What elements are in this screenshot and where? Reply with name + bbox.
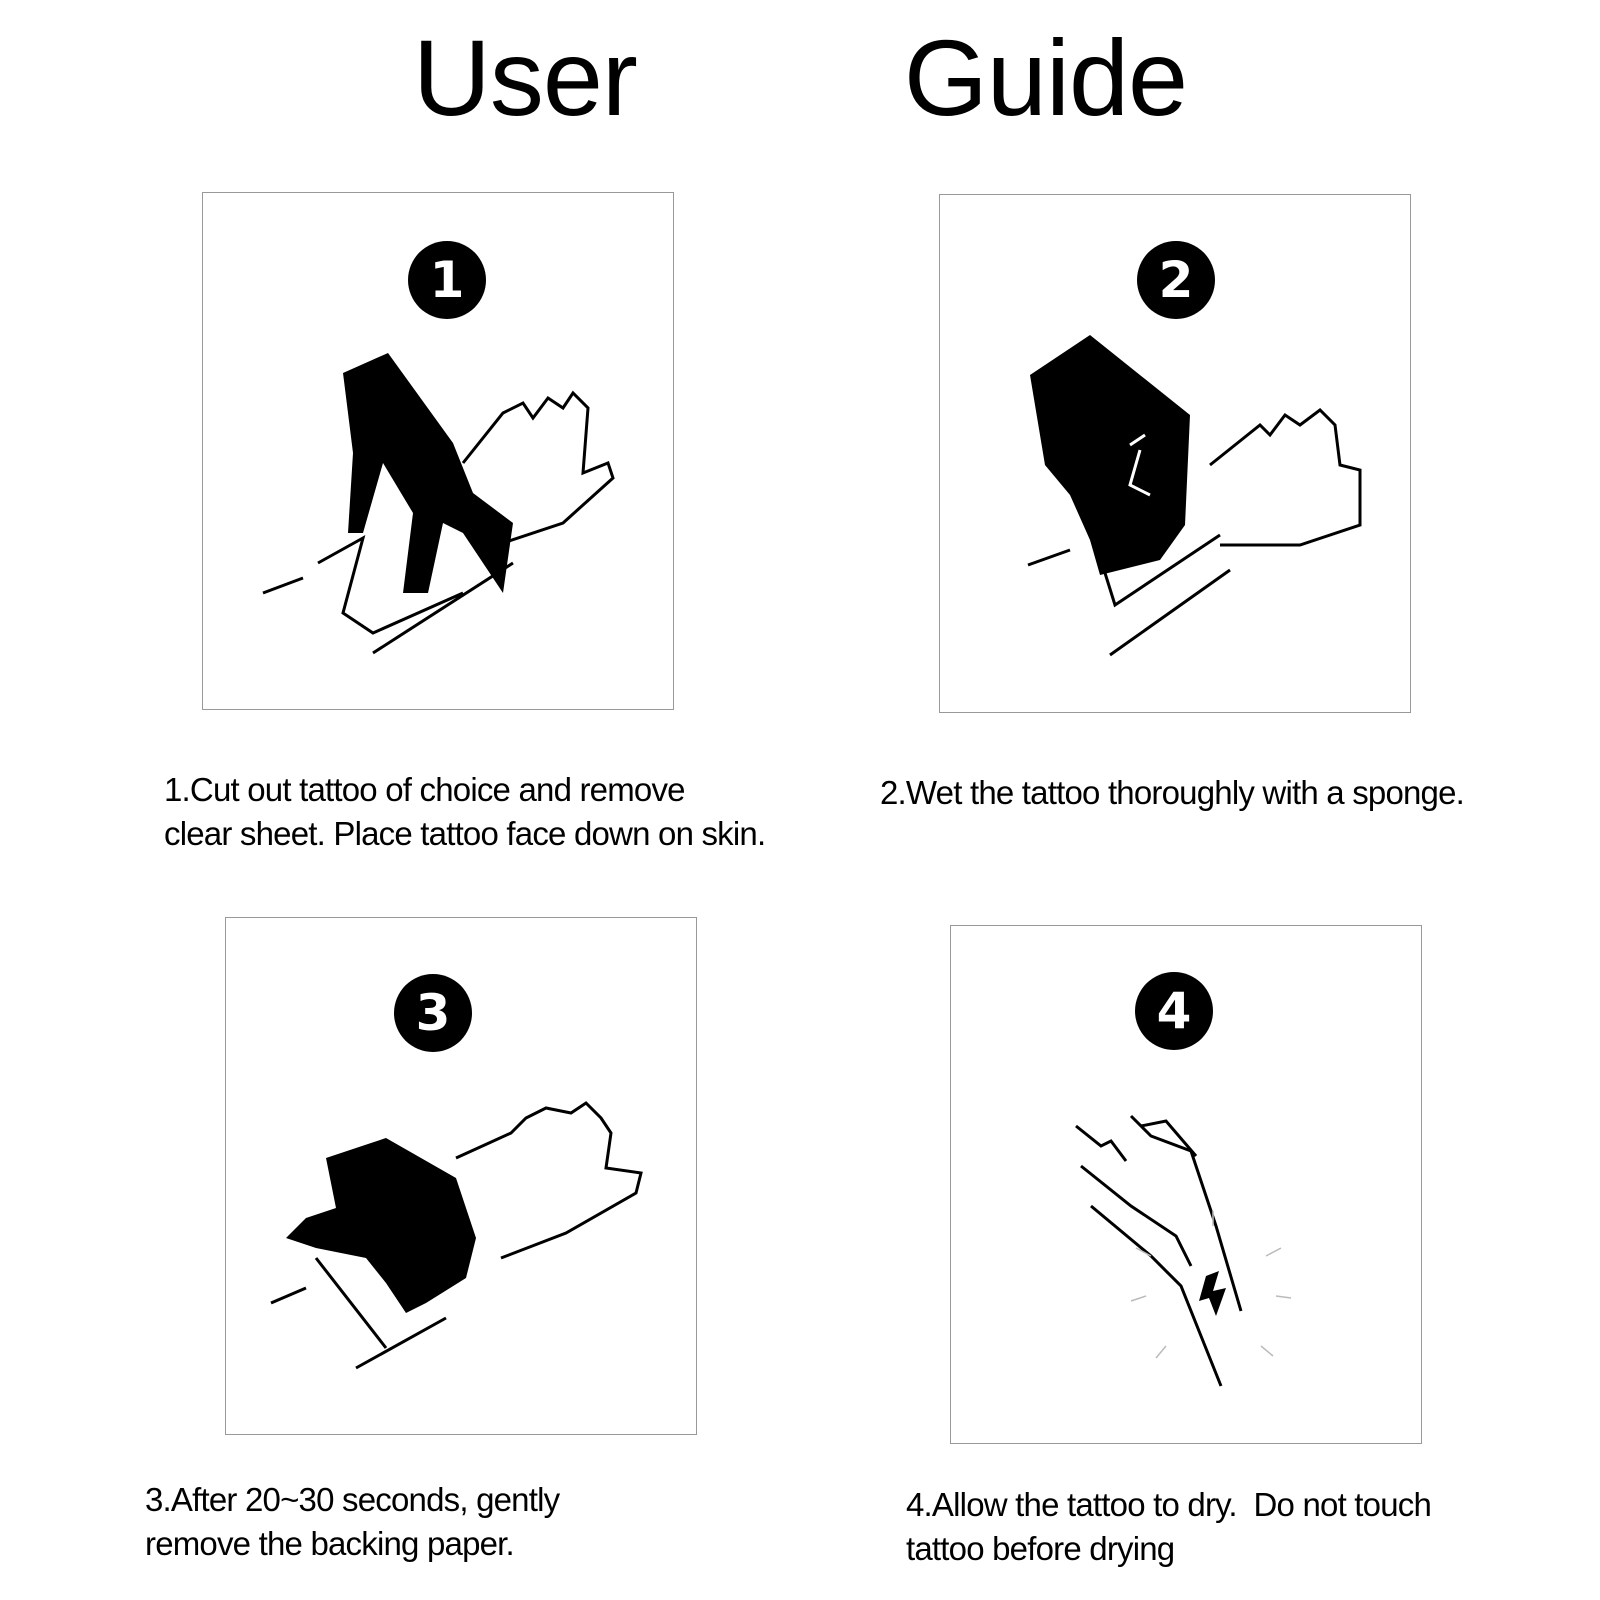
caption-line: tattoo before drying xyxy=(906,1530,1175,1567)
step-number-badge: 3 xyxy=(394,974,472,1052)
caption-line: clear sheet. Place tattoo face down on s… xyxy=(164,815,766,852)
caption-line: remove the backing paper. xyxy=(145,1525,515,1562)
step-number-badge: 4 xyxy=(1135,972,1213,1050)
step-4-panel: 4 xyxy=(950,925,1422,1444)
hand-peel-illustration xyxy=(262,353,615,655)
step-4-caption: 4.Allow the tattoo to dry. Do not touch t… xyxy=(906,1483,1432,1571)
hand-sponge-illustration xyxy=(1027,335,1362,657)
caption-line: 4.Allow the tattoo to dry. Do not touch xyxy=(906,1486,1432,1523)
step-3-panel: 3 xyxy=(225,917,697,1435)
step-number-badge: 1 xyxy=(408,241,486,319)
step-2-panel: 2 xyxy=(939,194,1411,713)
caption-line: 1.Cut out tattoo of choice and remove xyxy=(164,771,686,808)
hand-remove-paper-illustration xyxy=(270,1101,643,1370)
step-1-caption: 1.Cut out tattoo of choice and remove cle… xyxy=(164,768,766,856)
step-2-caption: 2.Wet the tattoo thoroughly with a spong… xyxy=(880,771,1465,815)
caption-line: 2.Wet the tattoo thoroughly with a spong… xyxy=(880,774,1465,811)
step-3-caption: 3.After 20~30 seconds, gently remove the … xyxy=(145,1478,560,1566)
dry-tattoo-wrist-illustration xyxy=(1075,1114,1292,1387)
caption-line: 3.After 20~30 seconds, gently xyxy=(145,1481,560,1518)
page-title: User Guide xyxy=(412,17,1188,138)
step-number-badge: 2 xyxy=(1137,241,1215,319)
step-1-panel: 1 xyxy=(202,192,674,710)
